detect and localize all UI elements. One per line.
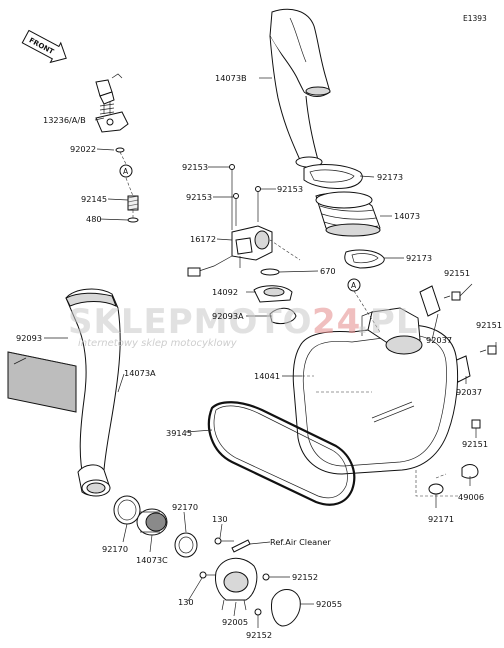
label-14073a: 14073A (124, 368, 156, 378)
figure-code: E1393 (463, 14, 487, 23)
clamp-92170-left (113, 495, 141, 525)
bolt-92153-right (255, 186, 261, 222)
label-92055: 92055 (316, 599, 342, 609)
label-92151-top: 92151 (444, 268, 470, 278)
actuator-16172 (187, 225, 273, 277)
label-92173-upper: 92173 (377, 172, 403, 182)
collar-92171 (428, 483, 444, 495)
washer-92022 (115, 147, 125, 153)
label-16172: 16172 (190, 234, 216, 244)
label-13236: 13236/A/B (43, 115, 86, 125)
ref-circle-a-left (119, 164, 133, 178)
label-92093: 92093 (16, 333, 42, 343)
filter-92093 (7, 351, 77, 413)
bolt-92152-lower (254, 608, 262, 616)
gasket-92055 (271, 589, 301, 627)
bolt-92153-left (233, 193, 239, 226)
watermark-tagline: internetowy sklep motocyklowy (78, 338, 238, 349)
watermark: SKLEPMOTO 24 .PL internetowy sklep motoc… (68, 302, 419, 349)
label-92037-top: 92037 (426, 335, 452, 345)
label-49006: 49006 (458, 492, 484, 502)
gasket-92173-upper (303, 164, 363, 189)
spring-92145 (127, 195, 139, 211)
label-130-upper: 130 (212, 514, 228, 524)
label-14073c: 14073C (136, 555, 168, 565)
label-130-lower: 130 (178, 597, 194, 607)
watermark-accent: 24 (312, 302, 361, 342)
label-14073b: 14073B (215, 73, 247, 83)
front-arrow-icon: FRONT (21, 29, 67, 64)
ref-note-air-cleaner: Ref.Air Cleaner (270, 537, 331, 547)
nut-49006 (461, 464, 479, 479)
leader-lines (13, 77, 497, 628)
cover-14041 (292, 307, 459, 475)
pin-ref-air-cleaner (231, 539, 251, 553)
label-92145: 92145 (81, 194, 107, 204)
label-92151-mid: 92151 (476, 320, 502, 330)
label-92153-left: 92153 (186, 192, 212, 202)
duct-14073 (315, 191, 381, 237)
bolt-92151-mid (479, 345, 497, 355)
oring-480 (127, 217, 139, 223)
gasket-92173-lower (344, 249, 385, 269)
label-92170-left: 92170 (102, 544, 128, 554)
duct-14073a (65, 288, 121, 497)
label-92152-lower: 92152 (246, 630, 272, 640)
watermark-suffix: .PL (356, 302, 419, 342)
label-92005: 92005 (222, 617, 248, 627)
label-92171: 92171 (428, 514, 454, 524)
watermark-main: SKLEPMOTO (68, 302, 312, 342)
label-92152-upper: 92152 (292, 572, 318, 582)
label-14092: 14092 (212, 287, 238, 297)
label-92153-top: 92153 (182, 162, 208, 172)
label-14041: 14041 (254, 371, 280, 381)
label-92037-mid: 92037 (456, 387, 482, 397)
label-14073: 14073 (394, 211, 420, 221)
label-92022: 92022 (70, 144, 96, 154)
clamp-92170-right (174, 532, 198, 558)
duct-14073b (269, 8, 331, 168)
nozzle-14092 (253, 285, 293, 303)
label-92151-low: 92151 (462, 439, 488, 449)
bolt-92151-low (471, 419, 481, 429)
ref-circle-a-left-label: A (123, 167, 129, 176)
belt-39145 (207, 401, 356, 506)
label-92153-right: 92153 (277, 184, 303, 194)
label-92173-lower: 92173 (406, 253, 432, 263)
oring-670 (260, 268, 280, 276)
label-92093a: 92093A (212, 311, 244, 321)
label-480: 480 (86, 214, 102, 224)
clip-92037-top (419, 285, 441, 317)
tensioner-13236 (95, 73, 129, 133)
ref-circle-a-right-label: A (351, 281, 357, 290)
label-670: 670 (320, 266, 336, 276)
label-92170-right: 92170 (172, 502, 198, 512)
gasket-92093a (269, 307, 297, 325)
bolt-92152-upper (262, 573, 270, 581)
label-39145: 39145 (166, 428, 192, 438)
bolt-92153-top (229, 164, 235, 230)
bolt-130-upper (214, 537, 234, 545)
bolt-92151-top (443, 291, 461, 301)
coupler-14073c (136, 508, 168, 536)
cap-92005 (215, 557, 258, 611)
